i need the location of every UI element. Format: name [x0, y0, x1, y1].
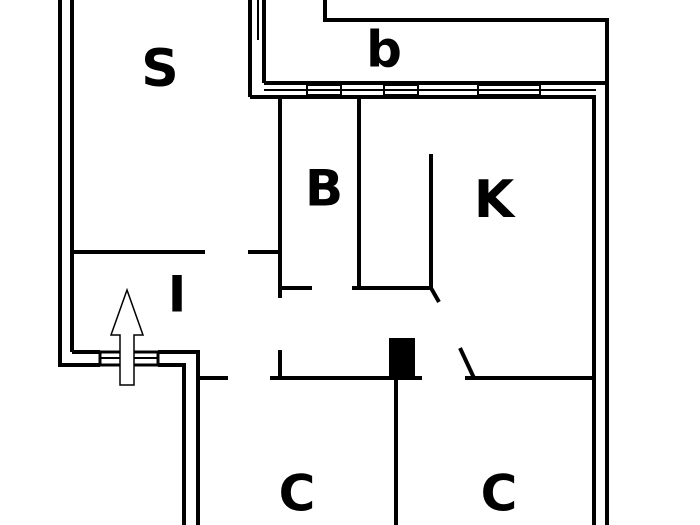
room-label-c-right: C	[481, 465, 518, 523]
room-label-c-left: C	[279, 465, 316, 523]
room-label-b-balcony: b	[366, 21, 402, 79]
inner-walls	[72, 97, 594, 525]
chimney-block	[389, 338, 415, 378]
right-door-swing	[458, 347, 476, 379]
left-outer-wall	[58, 0, 100, 367]
room-label-i: I	[168, 266, 187, 324]
room-label-b-bath: B	[305, 160, 343, 218]
balcony-outline	[264, 0, 609, 85]
corridor-outer-wall	[158, 350, 200, 525]
corridor-inner-wall	[158, 363, 186, 525]
room-label-s: S	[141, 39, 178, 99]
outer-walls	[58, 0, 609, 525]
entrance-arrow-icon	[109, 287, 145, 386]
k-door-swing	[429, 287, 441, 303]
room-label-k: K	[474, 170, 516, 230]
